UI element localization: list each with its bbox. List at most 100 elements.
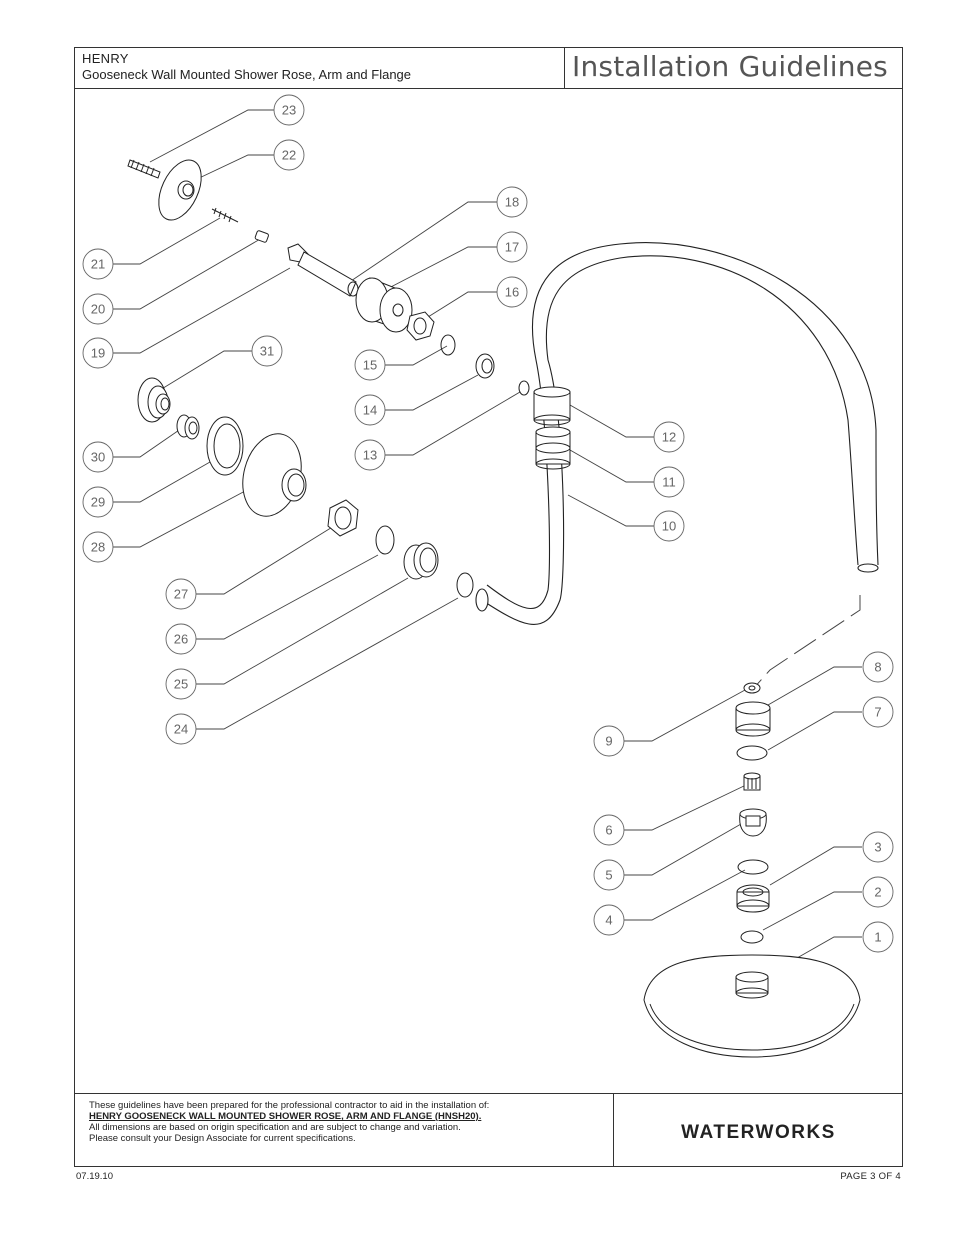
part-10-gooseneck-arm <box>475 242 879 625</box>
callout-21 <box>82 248 114 280</box>
callout-19 <box>82 337 114 369</box>
footer-brand-block: WATERWORKS <box>614 1093 903 1167</box>
callout-number-4: 4 <box>605 913 612 928</box>
callout-number-9: 9 <box>605 734 612 749</box>
callout-number-22: 22 <box>282 148 296 163</box>
callout-16 <box>496 276 528 308</box>
callout-2 <box>862 876 894 908</box>
callout-number-23: 23 <box>282 103 296 118</box>
part-20-set-screw <box>254 230 269 243</box>
callout-11 <box>653 466 685 498</box>
callout-number-11: 11 <box>662 475 676 490</box>
product-name: HENRY <box>82 51 129 66</box>
callout-number-30: 30 <box>91 450 105 465</box>
part-2-o-ring <box>740 930 764 944</box>
part-29-gasket <box>206 416 244 476</box>
callout-number-10: 10 <box>662 519 676 534</box>
callout-number-17: 17 <box>505 240 519 255</box>
callout-29 <box>82 486 114 518</box>
callout-number-7: 7 <box>874 705 881 720</box>
callout-28 <box>82 531 114 563</box>
callout-number-5: 5 <box>605 868 612 883</box>
footer-note-consult: Please consult your Design Associate for… <box>89 1133 356 1144</box>
part-7-o-ring <box>736 745 768 761</box>
callout-13 <box>354 439 386 471</box>
part-15-o-ring <box>440 334 456 356</box>
callout-14 <box>354 394 386 426</box>
callout-15 <box>354 349 386 381</box>
part-9-washer <box>743 682 761 694</box>
callout-number-13: 13 <box>363 448 377 463</box>
callout-10 <box>653 510 685 542</box>
part-17-mounting-block <box>355 277 413 333</box>
callout-23 <box>273 94 305 126</box>
footer-note-intro: These guidelines have been prepared for … <box>89 1100 490 1111</box>
part-19-mounting-bar <box>287 243 359 297</box>
part-28-flange <box>242 433 307 517</box>
part-3-adaptor <box>736 884 770 913</box>
document-title: Installation Guidelines <box>572 50 888 83</box>
part-12-collar <box>533 386 571 426</box>
callout-number-1: 1 <box>874 930 881 945</box>
callout-number-25: 25 <box>174 677 188 692</box>
callout-7 <box>862 696 894 728</box>
page-number: PAGE 3 OF 4 <box>840 1171 901 1182</box>
part-1-shower-head <box>643 954 861 1058</box>
callout-27 <box>165 578 197 610</box>
callout-18 <box>496 186 528 218</box>
part-11-collar <box>535 426 571 470</box>
callout-number-21: 21 <box>91 257 105 272</box>
document-date: 07.19.10 <box>76 1171 113 1182</box>
callout-number-28: 28 <box>91 540 105 555</box>
exploded-parts-diagram: 1 2 3 4 5 6 7 8 9 10 11 12 13 14 15 16 1… <box>82 94 894 1058</box>
part-16-hex-nut <box>406 311 435 341</box>
callout-number-8: 8 <box>874 660 881 675</box>
part-13-small-o-ring <box>518 380 530 396</box>
callout-6 <box>593 814 625 846</box>
callout-8 <box>862 651 894 683</box>
callout-number-3: 3 <box>874 840 881 855</box>
callout-number-31: 31 <box>260 344 274 359</box>
part-27-hex-nut <box>327 499 359 537</box>
part-30-nipple <box>176 414 200 440</box>
callout-number-27: 27 <box>174 587 188 602</box>
brand-logo: WATERWORKS <box>681 1122 836 1143</box>
callout-number-24: 24 <box>174 722 188 737</box>
callout-number-26: 26 <box>174 632 188 647</box>
callout-9 <box>593 725 625 757</box>
footer-note-dimensions: All dimensions are based on origin speci… <box>89 1122 461 1133</box>
part-21-screw <box>211 207 239 223</box>
part-24-o-ring <box>456 572 474 598</box>
part-4-o-ring <box>737 859 769 875</box>
footer-note-product: HENRY GOOSENECK WALL MOUNTED SHOWER ROSE… <box>89 1111 482 1122</box>
callout-17 <box>496 231 528 263</box>
header-title-block: Installation Guidelines <box>565 47 903 89</box>
callout-25 <box>165 668 197 700</box>
part-25-union <box>403 542 439 580</box>
page-frame <box>74 47 903 1167</box>
callout-5 <box>593 859 625 891</box>
callout-number-15: 15 <box>363 358 377 373</box>
assembly-dashed-line <box>751 595 861 691</box>
callout-number-29: 29 <box>91 495 105 510</box>
callout-1 <box>862 921 894 953</box>
callout-numbers: 1 2 3 4 5 6 7 8 9 10 11 12 13 14 15 16 1… <box>91 103 882 945</box>
product-description: Gooseneck Wall Mounted Shower Rose, Arm … <box>82 67 412 82</box>
part-26-o-ring <box>375 525 395 555</box>
callout-number-14: 14 <box>363 403 377 418</box>
callout-24 <box>165 713 197 745</box>
callout-4 <box>593 904 625 936</box>
callout-22 <box>273 139 305 171</box>
callout-26 <box>165 623 197 655</box>
footer-notes-block: These guidelines have been prepared for … <box>74 1093 614 1167</box>
callout-30 <box>82 441 114 473</box>
part-31-escutcheon-body <box>137 377 171 423</box>
callout-31 <box>251 335 283 367</box>
part-5-ball-joint <box>739 808 767 837</box>
callout-number-20: 20 <box>91 302 105 317</box>
callout-12 <box>653 421 685 453</box>
header-product-block: HENRY Gooseneck Wall Mounted Shower Rose… <box>74 47 565 89</box>
leader-lines <box>112 109 862 963</box>
callout-3 <box>862 831 894 863</box>
callout-circles <box>82 94 894 953</box>
